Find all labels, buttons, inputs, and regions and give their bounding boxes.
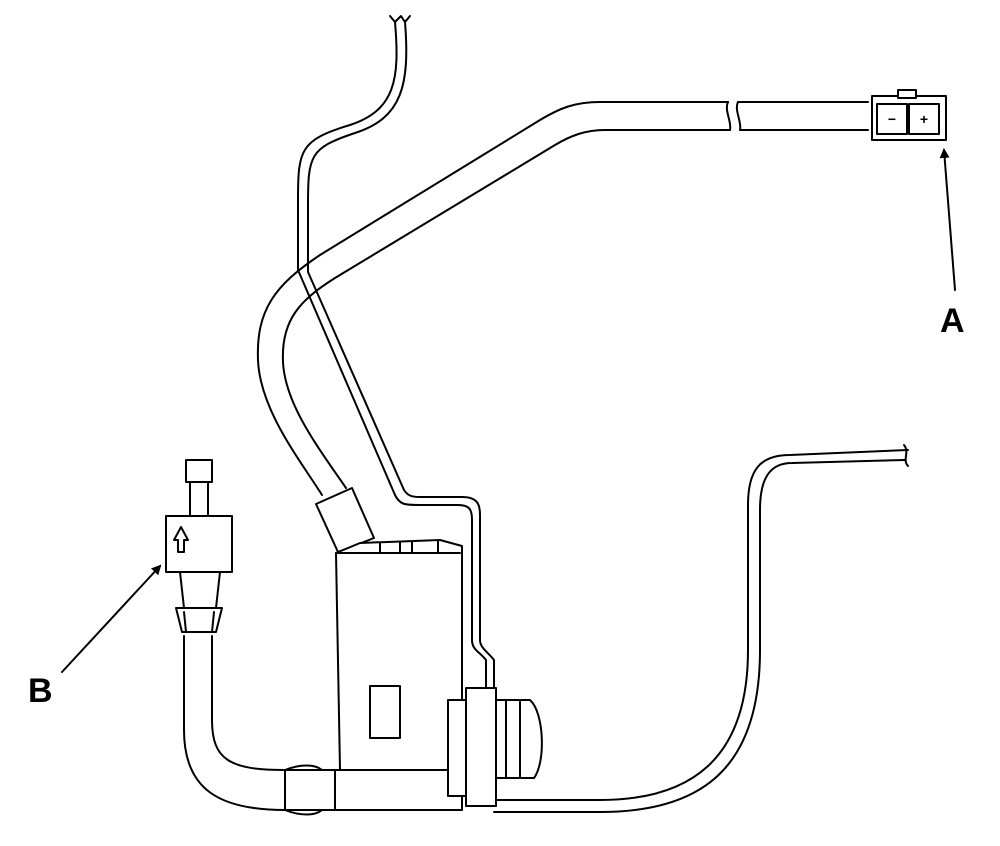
callout-a-label: A bbox=[940, 302, 965, 340]
wire-harness bbox=[256, 101, 869, 553]
washer-pump bbox=[284, 539, 543, 816]
callout-a: A bbox=[939, 148, 965, 340]
callout-b-label: B bbox=[28, 672, 53, 710]
electrical-connector: − + bbox=[871, 89, 947, 141]
check-valve bbox=[165, 459, 233, 633]
callout-b: B bbox=[28, 564, 162, 710]
flow-direction-arrow bbox=[173, 526, 189, 553]
connector-pin-negative: − bbox=[888, 111, 896, 127]
supply-hose bbox=[183, 635, 286, 811]
return-hose bbox=[485, 444, 909, 813]
upper-thin-hose bbox=[297, 15, 495, 691]
pump-label-plate bbox=[369, 685, 401, 739]
connector-pin-positive: + bbox=[920, 111, 928, 127]
